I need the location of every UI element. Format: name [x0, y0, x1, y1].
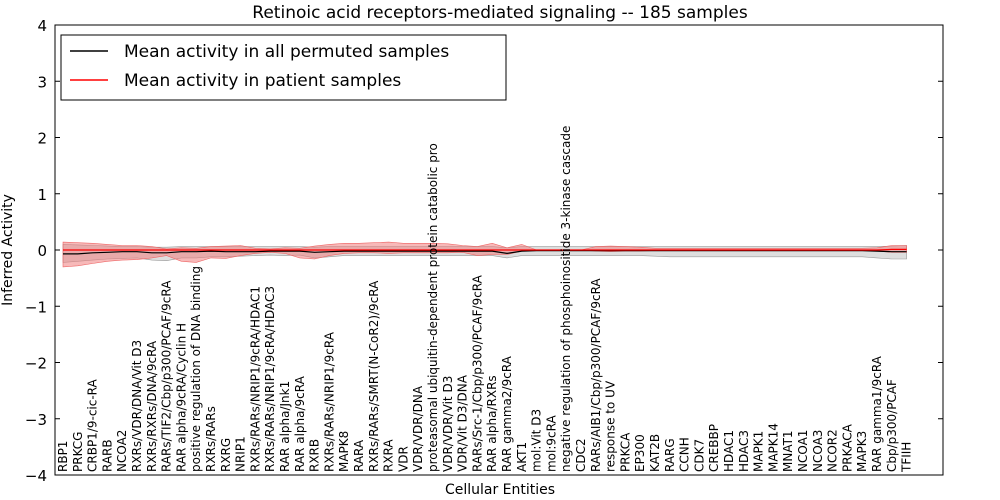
x-tick-label: TFIIH: [900, 442, 914, 473]
x-tick-label: CRBP1/9-cic-RA: [86, 378, 100, 472]
x-tick-label: KAT2B: [648, 434, 662, 472]
x-tick-label: RXRs/RARs/NRIP1/9cRA: [322, 331, 336, 472]
y-tick-label: 2: [37, 130, 47, 148]
y-tick-label: 3: [37, 73, 47, 91]
x-tick-label: MAPK8: [337, 431, 351, 472]
y-tick-label: −2: [25, 355, 47, 373]
x-tick-label: negative regulation of phosphoinositide …: [559, 126, 573, 472]
legend: Mean activity in all permuted samples Me…: [60, 34, 507, 101]
y-axis-label: Inferred Activity: [0, 194, 16, 306]
x-tick-label: RARA: [352, 439, 366, 472]
y-tick-label: 1: [37, 186, 47, 204]
legend-label-permuted: Mean activity in all permuted samples: [124, 42, 449, 62]
confidence-bands: [62, 241, 907, 268]
x-tick-label: EP300: [633, 434, 647, 472]
plot-frame: [54, 24, 944, 476]
x-tick-label: HDAC1: [722, 430, 736, 472]
x-tick-label: RARG: [663, 438, 677, 472]
x-tick-label: HDAC3: [737, 430, 751, 472]
x-tick-label: response to UV: [604, 380, 618, 472]
x-tick-label: positive regulation of DNA binding: [189, 266, 203, 472]
x-tick-label: mol:9cRA: [544, 415, 558, 472]
x-tick-label: RXRA: [382, 439, 396, 472]
x-tick-label: RXRG: [219, 438, 233, 472]
x-tick-label: PRKCG: [71, 432, 85, 472]
x-tick-label: RARs/TIF2/Cbp/p300/PCAF/9cRA: [160, 280, 174, 472]
x-axis-label: Cellular Entities: [445, 482, 555, 498]
x-tick-label: RXRs/RARs/NRIP1/9cRA/HDAC1: [248, 286, 262, 472]
x-tick-label: VDR/VDR/Vit D3: [441, 376, 455, 472]
x-tick-label: proteasomal ubiquitin-dependent protein …: [426, 143, 440, 472]
x-tick-label: RAR gamma1/9cRA: [870, 355, 884, 472]
x-tick-label: mol:Vit D3: [530, 409, 544, 472]
x-tick-label: VDR/VDR/DNA: [411, 385, 425, 472]
x-tick-label: MAPK1: [752, 431, 766, 472]
x-tick-label: CREBBP: [707, 424, 721, 472]
x-tick-label: NCOA2: [115, 430, 129, 472]
x-tick-label: AKT1: [515, 442, 529, 472]
chart-title: Retinoic acid receptors-mediated signali…: [252, 3, 748, 23]
x-tick-label: RXRs/VDR/DNA/Vit D3: [130, 340, 144, 472]
x-tick-label: RAR alpha/9cRA: [293, 375, 307, 472]
x-tick-label: RAR alpha/Jnk1: [278, 381, 292, 472]
x-tick-label: MAPK3: [855, 431, 869, 472]
y-tick-label: −1: [25, 298, 47, 316]
y-tick-label: 0: [37, 242, 47, 260]
legend-label-patient: Mean activity in patient samples: [124, 71, 401, 91]
x-tick-label: RXRs/RARs: [204, 406, 218, 472]
x-tick-label: RARs/Src-1/Cbp/p300/PCAF/9cRA: [470, 274, 484, 472]
x-tick-label: MNAT1: [781, 430, 795, 472]
y-axis-ticks: −4 −3 −2 −1 0 1 2 3 4: [25, 17, 943, 485]
legend-box: [60, 34, 507, 101]
x-tick-label: RXRs/RARs/NRIP1/9cRA/HDAC3: [263, 286, 277, 472]
y-tick-label: 4: [37, 17, 47, 35]
line-patient: [63, 248, 907, 251]
x-tick-label: RAR gamma2/9cRA: [500, 355, 514, 472]
x-tick-label: RARs/AIB1/Cbp/p300/PCAF/9cRA: [589, 278, 603, 472]
x-tick-label: Cbp/p300/PCAF: [885, 379, 899, 472]
x-tick-label: PRKCA: [618, 432, 632, 472]
x-tick-label: VDR: [396, 446, 410, 472]
x-tick-label: PRKACA: [840, 423, 854, 472]
x-tick-label: NCOA3: [811, 430, 825, 472]
x-tick-label: NRIP1: [234, 436, 248, 472]
x-tick-label: CDK7: [692, 439, 706, 472]
x-tick-label: RXRs/RXRs/DNA/9cRA: [145, 340, 159, 472]
x-tick-label: MAPK14: [766, 423, 780, 472]
x-tick-label: NCOA1: [796, 430, 810, 472]
x-tick-label: NCOR2: [826, 429, 840, 472]
y-tick-label: −3: [25, 411, 47, 429]
x-tick-label: CDC2: [574, 438, 588, 472]
x-tick-label: RAR alpha/RXRs: [485, 375, 499, 472]
x-tick-label: CCNH: [678, 437, 692, 472]
x-tick-label: RXRB: [308, 439, 322, 472]
series-lines: [63, 248, 907, 255]
x-tick-label: RARB: [100, 439, 114, 472]
y-tick-label: −4: [25, 467, 47, 485]
x-tick-label: RAR alpha/9cRA/Cyclin H: [174, 323, 188, 472]
x-tick-label: RXRs/RARs/SMRT(N-CoR2)/9cRA: [367, 280, 381, 472]
x-tick-label: VDR/Vit D3/DNA: [456, 374, 470, 472]
x-tick-label: RBP1: [56, 441, 70, 472]
